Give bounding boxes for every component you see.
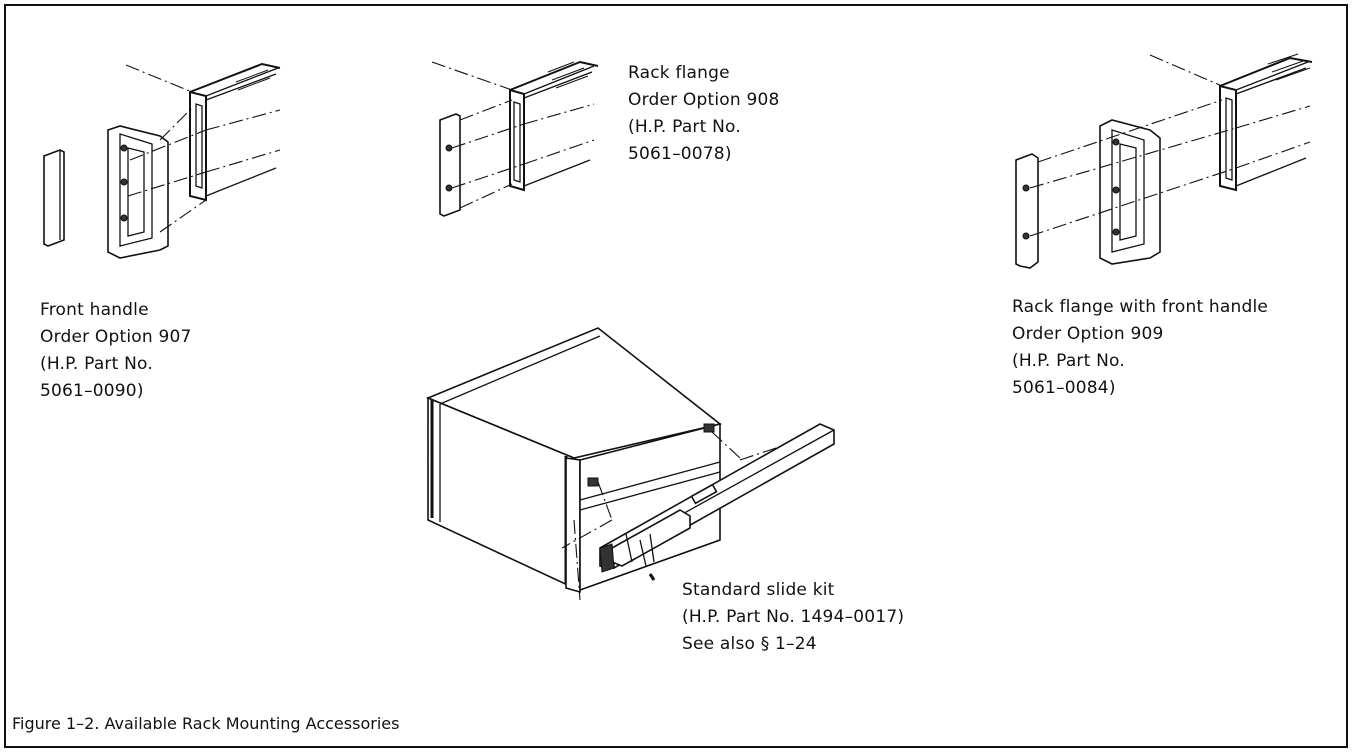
- front-handle-part-number: 5061–0090): [40, 381, 144, 401]
- rack-flange-handle-part-label: (H.P. Part No.: [1012, 351, 1125, 371]
- slide-kit-illustration: [425, 327, 835, 601]
- rack-flange-handle-part-number: 5061–0084): [1012, 378, 1116, 398]
- slide-kit-title: Standard slide kit: [682, 580, 835, 600]
- front-handle-part-label: (H.P. Part No.: [40, 354, 153, 374]
- rack-flange-callout: Rack flange Order Option 908 (H.P. Part …: [628, 60, 780, 168]
- rack-flange-part-number: 5061–0078): [628, 144, 732, 164]
- figure-caption: Figure 1–2. Available Rack Mounting Acce…: [12, 714, 400, 733]
- figure-frame: [4, 4, 1348, 748]
- rack-flange-handle-option: Order Option 909: [1012, 324, 1164, 344]
- rack-flange-part-label: (H.P. Part No.: [628, 117, 741, 137]
- rack-flange-illustration: [431, 60, 599, 217]
- slide-kit-callout: Standard slide kit (H.P. Part No. 1494–0…: [682, 577, 904, 658]
- rack-flange-option: Order Option 908: [628, 90, 780, 110]
- front-handle-callout: Front handle Order Option 907 (H.P. Part…: [40, 297, 192, 405]
- slide-kit-part-number: (H.P. Part No. 1494–0017): [682, 607, 905, 627]
- slide-kit-reference: See also § 1–24: [682, 634, 817, 654]
- front-handle-title: Front handle: [40, 300, 149, 320]
- rack-flange-handle-callout: Rack flange with front handle Order Opti…: [1012, 294, 1268, 402]
- front-handle-illustration: [43, 62, 281, 259]
- rack-flange-title: Rack flange: [628, 63, 730, 83]
- rack-flange-handle-title: Rack flange with front handle: [1012, 297, 1269, 317]
- rack-flange-handle-illustration: [1015, 53, 1313, 269]
- front-handle-option: Order Option 907: [40, 327, 192, 347]
